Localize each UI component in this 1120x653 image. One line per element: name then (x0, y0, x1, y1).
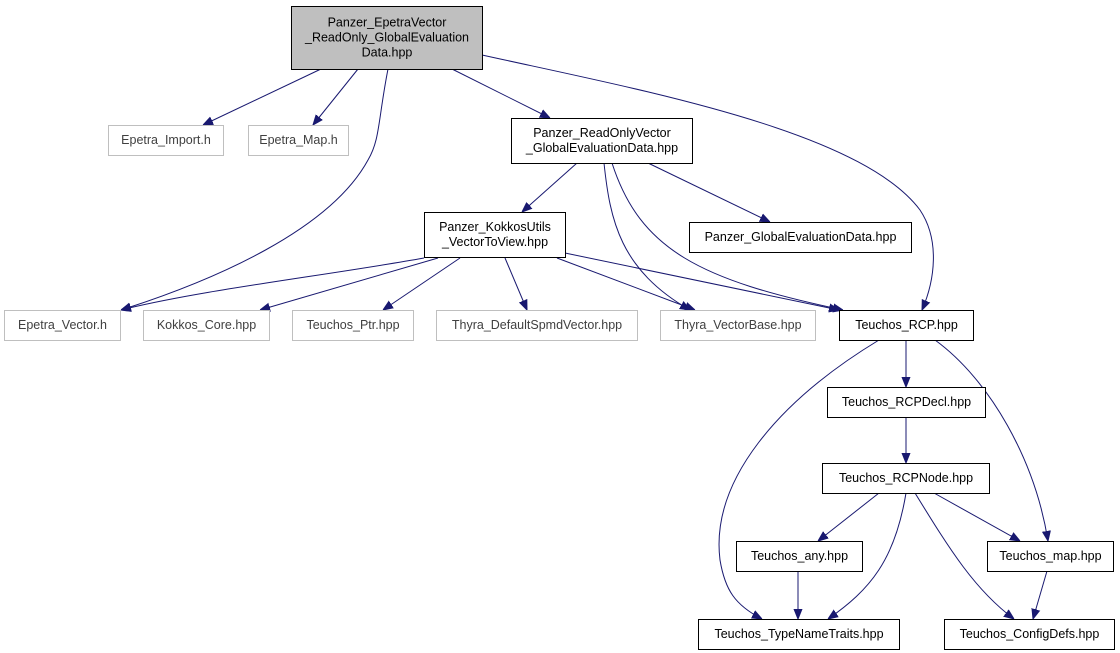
node-box (4, 310, 121, 341)
edge-kokkos_utils-to-thyra_spmd (504, 257, 527, 310)
edge-root-to-epetra_map (313, 68, 359, 125)
node-label: _VectorToView.hpp (441, 235, 548, 249)
node-box (248, 125, 349, 156)
nodes-layer: Panzer_EpetraVector_ReadOnly_GlobalEvalu… (4, 6, 1115, 650)
node-box (987, 541, 1114, 572)
node-label: Panzer_GlobalEvaluationData.hpp (705, 230, 897, 244)
edge-kokkos_utils-to-epetra_vector (121, 257, 425, 310)
node-label: Epetra_Vector.h (18, 318, 107, 332)
node-type-name[interactable]: Teuchos_TypeNameTraits.hpp (698, 619, 900, 650)
node-box (839, 310, 974, 341)
node-label: Panzer_EpetraVector (328, 16, 447, 30)
edge-root-to-epetra_import (203, 68, 322, 125)
node-rcp-decl[interactable]: Teuchos_RCPDecl.hpp (827, 387, 986, 418)
edge-ro_vector-to-global_eval (647, 162, 770, 222)
edge-rcp_node-to-type_name (828, 492, 907, 619)
edge-ro_vector-to-thyra_vbase (603, 162, 690, 310)
node-epetra-vector[interactable]: Epetra_Vector.h (4, 310, 121, 341)
node-label: Panzer_KokkosUtils (439, 220, 551, 234)
edge-ro_vector-to-kokkos_utils (522, 162, 578, 212)
node-thyra-spmd[interactable]: Thyra_DefaultSpmdVector.hpp (436, 310, 638, 341)
node-label: Teuchos_Ptr.hpp (306, 318, 399, 332)
node-box (108, 125, 224, 156)
node-box (143, 310, 270, 341)
node-teuchos-ptr[interactable]: Teuchos_Ptr.hpp (292, 310, 414, 341)
edge-kokkos_utils-to-thyra_vbase (556, 257, 695, 310)
node-rcp-node[interactable]: Teuchos_RCPNode.hpp (822, 463, 990, 494)
node-label: Data.hpp (362, 46, 413, 60)
node-box (291, 6, 483, 70)
edge-kokkos_utils-to-teuchos_rcp (564, 252, 839, 310)
node-label: Epetra_Map.h (259, 133, 338, 147)
node-label: Panzer_ReadOnlyVector (533, 126, 671, 140)
node-box (944, 619, 1115, 650)
edge-rcp_node-to-teuchos_any (818, 492, 880, 541)
edge-teuchos_map-to-config_defs (1033, 570, 1048, 619)
node-box (424, 212, 566, 258)
node-box (698, 619, 900, 650)
node-teuchos-any[interactable]: Teuchos_any.hpp (736, 541, 863, 572)
node-box (660, 310, 816, 341)
edge-teuchos_rcp-to-type_name (718, 339, 880, 619)
node-box (827, 387, 986, 418)
node-teuchos-map[interactable]: Teuchos_map.hpp (987, 541, 1114, 572)
node-label: Epetra_Import.h (121, 133, 211, 147)
node-label: Teuchos_map.hpp (999, 549, 1101, 563)
node-label: Teuchos_RCPDecl.hpp (842, 395, 971, 409)
edge-rcp_node-to-config_defs (914, 492, 1014, 619)
edge-rcp_node-to-teuchos_map (933, 492, 1020, 541)
node-box (511, 118, 693, 164)
edge-kokkos_utils-to-teuchos_ptr (383, 257, 461, 310)
edge-root-to-teuchos_rcp (481, 54, 934, 310)
edges-layer (121, 54, 1048, 619)
edge-kokkos_utils-to-kokkos_core (260, 257, 439, 310)
node-box (736, 541, 863, 572)
edge-root-to-ro_vector (451, 68, 550, 118)
node-thyra-vbase[interactable]: Thyra_VectorBase.hpp (660, 310, 816, 341)
node-config-defs[interactable]: Teuchos_ConfigDefs.hpp (944, 619, 1115, 650)
node-box (436, 310, 638, 341)
node-teuchos-rcp[interactable]: Teuchos_RCP.hpp (839, 310, 974, 341)
edge-teuchos_rcp-to-teuchos_map (934, 339, 1048, 541)
node-label: Teuchos_TypeNameTraits.hpp (714, 627, 883, 641)
node-box (822, 463, 990, 494)
node-label: Teuchos_ConfigDefs.hpp (960, 627, 1100, 641)
node-label: _ReadOnly_GlobalEvaluation (304, 31, 469, 45)
node-epetra-import[interactable]: Epetra_Import.h (108, 125, 224, 156)
node-label: _GlobalEvaluationData.hpp (525, 141, 678, 155)
node-label: Thyra_DefaultSpmdVector.hpp (452, 318, 622, 332)
node-label: Teuchos_RCPNode.hpp (839, 471, 973, 485)
node-label: Teuchos_RCP.hpp (855, 318, 958, 332)
node-global-eval[interactable]: Panzer_GlobalEvaluationData.hpp (689, 222, 912, 253)
node-ro-vector[interactable]: Panzer_ReadOnlyVector_GlobalEvaluationDa… (511, 118, 693, 164)
node-kokkos-utils[interactable]: Panzer_KokkosUtils_VectorToView.hpp (424, 212, 566, 258)
node-box (689, 222, 912, 253)
node-label: Thyra_VectorBase.hpp (674, 318, 801, 332)
node-root[interactable]: Panzer_EpetraVector_ReadOnly_GlobalEvalu… (291, 6, 483, 70)
node-label: Kokkos_Core.hpp (157, 318, 256, 332)
node-label: Teuchos_any.hpp (751, 549, 848, 563)
node-kokkos-core[interactable]: Kokkos_Core.hpp (143, 310, 270, 341)
node-epetra-map[interactable]: Epetra_Map.h (248, 125, 349, 156)
edge-root-to-epetra_vector (121, 68, 389, 310)
node-box (292, 310, 414, 341)
edge-ro_vector-to-teuchos_rcp (611, 162, 843, 310)
